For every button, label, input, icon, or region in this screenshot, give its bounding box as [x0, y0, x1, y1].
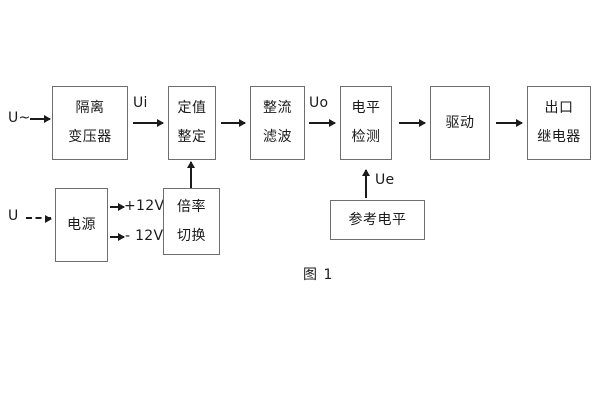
block-level-detect-line2: 检测 — [351, 129, 381, 145]
arrow-reference-level-to-level-detect — [365, 170, 367, 198]
arrow-isolation-transformer-to-setting-value — [133, 122, 163, 124]
block-setting-value-line1: 定值 — [177, 100, 207, 117]
block-multiplier-switch: 倍率 切换 — [163, 188, 220, 255]
signal-label-ue: Ue — [375, 172, 395, 188]
arrow-rectify-filter-to-level-detect — [309, 122, 335, 124]
arrow-rail-positive — [110, 206, 124, 208]
figure-caption: 图 1 — [303, 267, 334, 283]
block-isolation-transformer: 隔离 变压器 — [52, 86, 128, 160]
signal-label-ui: Ui — [133, 95, 148, 111]
rail-label-negative: - 12V — [125, 228, 164, 244]
block-output-relay-line1: 出口 — [544, 100, 574, 117]
arrow-drive-to-output-relay — [496, 122, 522, 124]
block-drive-line1: 驱动 — [445, 114, 475, 131]
arrow-input-ac-to-isolation-transformer — [30, 118, 50, 120]
block-drive: 驱动 — [430, 86, 490, 160]
block-multiplier-switch-line1: 倍率 — [177, 198, 206, 215]
block-isolation-transformer-line2: 变压器 — [68, 129, 112, 145]
block-output-relay-line2: 继电器 — [537, 129, 581, 145]
arrow-rail-negative — [110, 236, 124, 238]
block-rectify-filter-line1: 整流 — [263, 100, 292, 117]
block-output-relay: 出口 继电器 — [527, 86, 591, 160]
input-label-dc: U — [8, 208, 19, 224]
rail-label-positive: +12V — [124, 198, 165, 214]
block-level-detect: 电平 检测 — [340, 86, 392, 160]
block-rectify-filter: 整流 滤波 — [250, 86, 305, 160]
block-rectify-filter-line2: 滤波 — [263, 129, 292, 145]
block-reference-level: 参考电平 — [330, 200, 425, 240]
block-setting-value: 定值 整定 — [168, 86, 216, 160]
block-power-supply: 电源 — [55, 188, 108, 262]
arrow-setting-value-to-rectify-filter — [221, 122, 245, 124]
block-power-supply-line1: 电源 — [67, 216, 96, 233]
signal-label-uo: Uo — [309, 95, 329, 111]
block-isolation-transformer-line1: 隔离 — [75, 100, 105, 117]
arrow-level-detect-to-drive — [399, 122, 425, 124]
input-label-ac: U~ — [8, 110, 31, 126]
arrow-multiplier-switch-to-setting-value — [190, 162, 192, 188]
block-level-detect-line1: 电平 — [351, 100, 381, 117]
block-setting-value-line2: 整定 — [177, 129, 207, 145]
arrow-input-dc-to-power-supply — [26, 217, 51, 219]
block-reference-level-line1: 参考电平 — [348, 211, 407, 228]
block-multiplier-switch-line2: 切换 — [177, 227, 206, 244]
